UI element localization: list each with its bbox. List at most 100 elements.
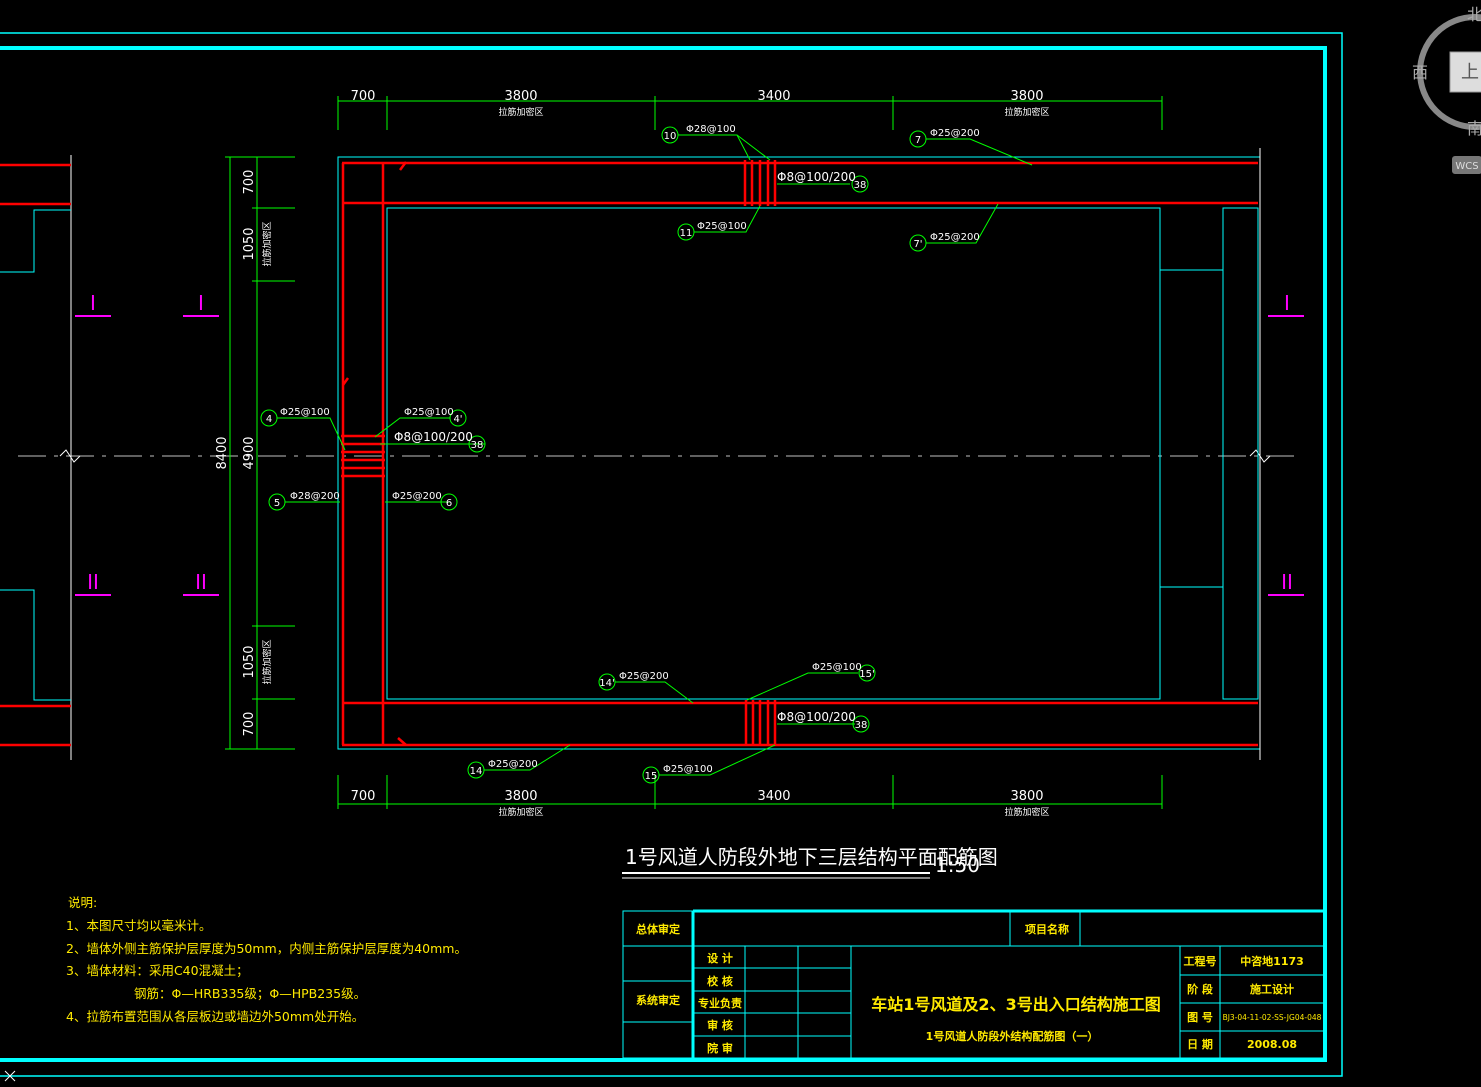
dim-left-5: 700 bbox=[242, 712, 257, 737]
callout-4p-num: 4' bbox=[453, 414, 462, 425]
tb-system-review: 系统审定 bbox=[636, 993, 680, 1007]
section-II-left-2: II bbox=[195, 570, 207, 594]
tb-project-name-label: 项目名称 bbox=[1025, 922, 1069, 936]
tb-role-check: 校 核 bbox=[707, 974, 733, 988]
callout-5-text: Φ28@200 bbox=[290, 491, 340, 502]
break-mark-left bbox=[59, 449, 81, 463]
note-4: 4、拉筋布置范围从各层板边或墙边外50mm处开始。 bbox=[66, 1009, 364, 1024]
notes-heading: 说明: bbox=[68, 895, 97, 910]
callout-14-num: 14 bbox=[470, 766, 483, 777]
callout-7p-text: Φ25@200 bbox=[930, 232, 980, 243]
viewcube-north[interactable]: 北 bbox=[1467, 5, 1481, 24]
dim-bottom bbox=[337, 775, 1163, 809]
note-3b: 钢筋：Φ—HRB335级；Φ—HPB235级。 bbox=[134, 986, 366, 1001]
section-I-left-2: I bbox=[198, 291, 204, 315]
callout-7-text: Φ25@200 bbox=[930, 128, 980, 139]
dim-top-1: 700 bbox=[351, 89, 376, 104]
callout-6-text: Φ25@200 bbox=[392, 491, 442, 502]
drawing-scale: 1:50 bbox=[935, 853, 980, 877]
callout-38b-num: 38 bbox=[471, 440, 484, 451]
drawing-frame bbox=[0, 32, 1343, 1077]
section-II-left-1: II bbox=[87, 570, 99, 594]
title-block-frame bbox=[622, 909, 1326, 1059]
callout-14-text: Φ25@200 bbox=[488, 759, 538, 770]
zone-label-bottom-1: 拉筋加密区 bbox=[498, 806, 543, 818]
callout-bubbles bbox=[260, 126, 927, 784]
callout-15p-num: 15' bbox=[859, 669, 874, 680]
callout-15p-text: Φ25@100 bbox=[812, 662, 862, 673]
dim-left bbox=[225, 156, 295, 750]
dim-total: 8400 bbox=[215, 436, 230, 469]
dim-top-2: 3800 bbox=[504, 89, 537, 104]
callout-10-num: 10 bbox=[664, 131, 677, 142]
section-II-right: II bbox=[1281, 570, 1293, 594]
callout-38a-num: 38 bbox=[854, 180, 867, 191]
callout-7p-num: 7' bbox=[913, 239, 922, 250]
main-structure bbox=[337, 148, 1261, 760]
dim-left-3: 4900 bbox=[242, 436, 257, 469]
dim-bottom-2: 3800 bbox=[504, 789, 537, 804]
callout-38a-text: Φ8@100/200 bbox=[777, 170, 856, 184]
callout-10-text: Φ28@100 bbox=[686, 124, 736, 135]
dim-top-4: 3800 bbox=[1010, 89, 1043, 104]
tb-sub-title: 1号风道人防段外结构配筋图（一） bbox=[926, 1029, 1099, 1043]
viewcube-west[interactable]: 西 bbox=[1412, 63, 1428, 82]
note-1: 1、本图尺寸均以毫米计。 bbox=[66, 918, 211, 933]
section-I-right: I bbox=[1284, 291, 1290, 315]
section-I-left-1: I bbox=[90, 291, 96, 315]
callout-38c-num: 38 bbox=[855, 720, 868, 731]
dim-left-1: 700 bbox=[242, 170, 257, 195]
zone-label-bottom-2: 拉筋加密区 bbox=[1004, 806, 1049, 818]
note-3: 3、墙体材料：采用C40混凝土； bbox=[66, 963, 249, 978]
callout-6-num: 6 bbox=[446, 498, 452, 509]
tb-role-lead: 专业负责 bbox=[698, 996, 742, 1010]
callout-14p-text: Φ25@200 bbox=[619, 671, 669, 682]
tb-date: 2008.08 bbox=[1247, 1038, 1297, 1051]
callout-38c-text: Φ8@100/200 bbox=[777, 710, 856, 724]
tb-main-title: 车站1号风道及2、3号出入口结构施工图 bbox=[871, 995, 1160, 1014]
tb-drawing-no: BJ3-04-11-02-SS-JG04-048 bbox=[1223, 1013, 1322, 1022]
viewcube-face-top[interactable]: 上 bbox=[1461, 62, 1479, 83]
tb-drawing-no-label: 图 号 bbox=[1187, 1011, 1213, 1024]
callout-14p-num: 14' bbox=[599, 678, 614, 689]
leader-lines bbox=[277, 134, 1033, 776]
text-layer: 700 3800 3400 3800 拉筋加密区 拉筋加密区 700 3800 … bbox=[66, 5, 1481, 1055]
tb-role-review: 审 核 bbox=[707, 1018, 733, 1032]
tb-overall-review: 总体审定 bbox=[636, 922, 680, 936]
tb-stage-label: 阶 段 bbox=[1187, 982, 1213, 996]
zone-label-left-2: 拉筋加密区 bbox=[261, 639, 273, 684]
note-2: 2、墙体外侧主筋保护层厚度为50mm，内侧主筋保护层厚度为40mm。 bbox=[66, 941, 467, 956]
dim-left-4: 1050 bbox=[242, 645, 257, 678]
dim-bottom-4: 3800 bbox=[1010, 789, 1043, 804]
view-cube[interactable] bbox=[1417, 14, 1481, 174]
callout-5-num: 5 bbox=[274, 498, 280, 509]
left-partial-structure bbox=[0, 155, 72, 760]
viewcube-south[interactable]: 南 bbox=[1467, 119, 1481, 138]
tb-role-design: 设 计 bbox=[707, 951, 733, 965]
viewcube-wcs[interactable]: WCS bbox=[1455, 161, 1478, 172]
callout-38b-text: Φ8@100/200 bbox=[394, 430, 473, 444]
callout-4-num: 4 bbox=[266, 414, 272, 425]
callout-15-text: Φ25@100 bbox=[663, 764, 713, 775]
callout-7-num: 7 bbox=[915, 135, 921, 146]
zone-label-top-1: 拉筋加密区 bbox=[498, 106, 543, 118]
callout-15-num: 15 bbox=[645, 771, 658, 782]
ucs-icon bbox=[4, 1070, 16, 1082]
callout-11-num: 11 bbox=[680, 228, 693, 239]
tb-role-institute: 院 审 bbox=[707, 1041, 733, 1055]
dim-bottom-3: 3400 bbox=[757, 789, 790, 804]
title-underline bbox=[622, 872, 930, 879]
section-marks bbox=[75, 315, 1304, 596]
zone-label-top-2: 拉筋加密区 bbox=[1004, 106, 1049, 118]
tb-date-label: 日 期 bbox=[1187, 1037, 1213, 1051]
dim-left-2: 1050 bbox=[242, 227, 257, 260]
callout-4-text: Φ25@100 bbox=[280, 407, 330, 418]
tb-project-no-label: 工程号 bbox=[1184, 954, 1217, 968]
callout-11-text: Φ25@100 bbox=[697, 221, 747, 232]
dim-bottom-1: 700 bbox=[351, 789, 376, 804]
tb-stage: 施工设计 bbox=[1250, 982, 1294, 996]
callout-4p-text: Φ25@100 bbox=[404, 407, 454, 418]
dim-top bbox=[337, 96, 1163, 130]
dim-top-3: 3400 bbox=[757, 89, 790, 104]
